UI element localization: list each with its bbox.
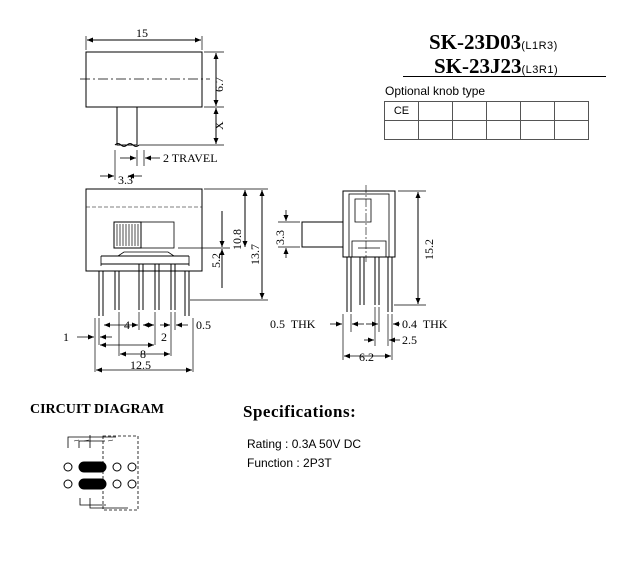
model-title-1: SK-23D03(L1R3) (429, 30, 558, 55)
dim-height-6-7: 6.7 (212, 77, 226, 92)
knob-cell (520, 101, 555, 121)
model-name: SK-23D03 (429, 30, 522, 54)
dim-15-2: 15.2 (422, 239, 436, 260)
dim-12-5: 12.5 (130, 358, 151, 372)
front-pins (98, 264, 190, 316)
thk-0-4: 0.4 THK (402, 317, 448, 331)
dim-8: 8 (140, 347, 146, 361)
model-variant: (L1R3) (521, 40, 558, 52)
knob-cell (486, 101, 521, 121)
knob-cell (520, 120, 555, 140)
contact-bar-1 (78, 461, 107, 473)
dim-3-3: 3.3 (118, 173, 133, 187)
dim-2-5: 2.5 (402, 333, 417, 347)
circuit-diagram (63, 435, 139, 511)
dim-13-7: 13.7 (248, 244, 262, 265)
knob-cell (452, 120, 487, 140)
body-outline (85, 51, 203, 108)
side-pins (346, 257, 393, 312)
knob-cell (418, 120, 453, 140)
circuit-diagram-title: CIRCUIT DIAGRAM (30, 402, 164, 417)
knob-cell (384, 120, 419, 140)
knob-cell (486, 120, 521, 140)
spec-function: Function : 2P3T (247, 456, 332, 470)
dim-2: 2 (161, 330, 167, 344)
dim-10-8: 10.8 (230, 229, 244, 250)
specifications-title: Specifications: (243, 402, 357, 421)
knob-cell (554, 120, 589, 140)
knob-shaft (116, 106, 138, 146)
break-line (114, 143, 140, 147)
knob-type-table: CE (384, 101, 589, 140)
slider-knob (113, 221, 142, 249)
spec-rating: Rating : 0.3A 50V DC (247, 437, 362, 451)
front-body-outline (85, 188, 203, 272)
model-name: SK-23J23 (434, 54, 522, 78)
dim-x: X (212, 121, 226, 130)
contact-bar-2 (78, 478, 107, 490)
travel-label: 2 TRAVEL (163, 151, 218, 165)
side-knob (301, 221, 344, 248)
dim-6-2: 6.2 (359, 350, 374, 364)
dim-4: 4 (124, 318, 130, 332)
front-view (77, 188, 268, 373)
knob-type-label: Optional knob type (385, 84, 486, 98)
top-view (80, 36, 224, 180)
dim-width-15: 15 (136, 26, 148, 40)
dim-1: 1 (63, 330, 69, 344)
dim-5-2: 5.2 (209, 253, 223, 268)
side-view (278, 185, 426, 360)
model-variant: (L3R1) (521, 64, 559, 76)
title-underline (403, 76, 606, 77)
circuit-dashed-box (102, 435, 139, 511)
side-frame (342, 190, 396, 258)
dim-3-3-side: 3.3 (273, 230, 287, 245)
thk-0-5: 0.5 THK (270, 317, 316, 331)
model-title-2: SK-23J23(L3R1) (434, 54, 558, 79)
dim-0-5: 0.5 (196, 318, 211, 332)
